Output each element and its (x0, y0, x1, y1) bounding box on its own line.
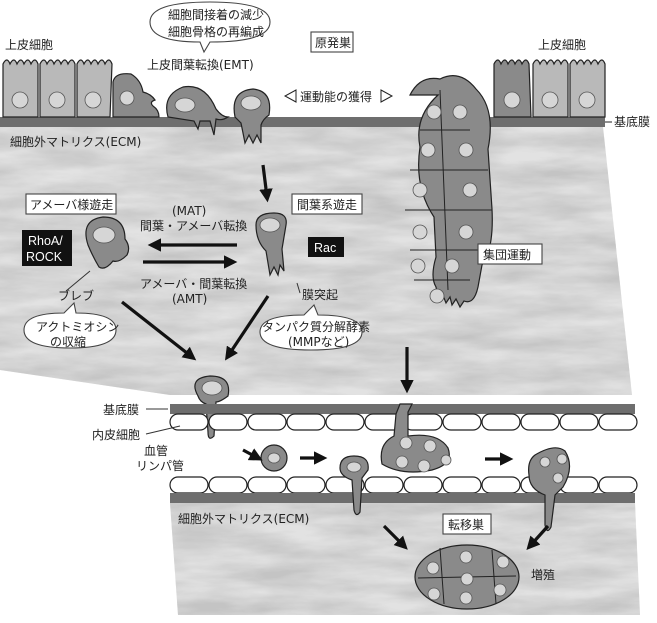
emt-label: 上皮間葉転換(EMT) (147, 58, 254, 72)
ecm-label-top: 細胞外マトリクス(ECM) (10, 135, 141, 149)
circulating-cell (260, 444, 288, 472)
endothelial-cell (208, 413, 248, 431)
epithelial-cells-left (2, 59, 271, 145)
mat-label-line1: (MAT) (172, 204, 206, 218)
endothelial-cell (481, 413, 521, 431)
endothelial-label: 内皮細胞 (92, 428, 140, 442)
triangle-left-icon (283, 89, 297, 103)
epithelial-label-right: 上皮細胞 (538, 38, 586, 52)
endothelial-cell (598, 413, 638, 431)
primary-tumor-label: 原発巣 (315, 36, 351, 50)
epithelial-label-left: 上皮細胞 (5, 38, 53, 52)
extravasating-cell (339, 455, 369, 516)
vessel-label-line1: 血管 (144, 443, 168, 458)
endothelial-cell (286, 476, 326, 494)
endothelial-cell (403, 476, 443, 494)
endothelial-cell (247, 413, 287, 431)
actomyosin-line2: の収縮 (50, 334, 86, 349)
amoeboid-migration-box (25, 193, 117, 215)
motility-label: 運動能の獲得 (300, 89, 372, 104)
rock-label: ROCK (26, 250, 63, 264)
endothelial-cell (286, 413, 326, 431)
ecm-lower-region (170, 503, 640, 615)
emt-bubble (149, 1, 271, 54)
triangle-right-icon (380, 89, 394, 103)
extravasating-cluster (528, 447, 571, 532)
epithelial-cells-right (493, 59, 606, 118)
protease-line1: タンパク質分解酵素 (262, 319, 370, 334)
vessel-label-line2: リンパ管 (136, 458, 184, 473)
arrow-mesenchymal-to-vessel (225, 295, 270, 361)
actomyosin-line1: アクトミオシン (36, 320, 119, 334)
amt-label-line1: アメーバ・間葉転換 (140, 277, 247, 291)
endothelial-cell (403, 413, 443, 431)
basement-membrane-label: 基底膜 (614, 114, 650, 129)
metastasis-label: 転移巣 (448, 518, 484, 532)
arrow-to-colony-right (526, 524, 550, 550)
metastasis-box (442, 513, 492, 535)
arrow-amoeboid-to-vessel (121, 300, 197, 361)
ecm-label-bottom: 細胞外マトリクス(ECM) (178, 512, 309, 526)
mat-label-line2: 間葉・アメーバ転換 (140, 219, 247, 233)
arrow-into-vessel (242, 448, 263, 461)
primary-tumor-box (310, 31, 354, 53)
amoeboid-migration-label: アメーバ様遊走 (30, 197, 113, 212)
bleb-leader (65, 270, 91, 292)
collective-cell-cluster (405, 75, 493, 309)
mesenchymal-migration-label: 間葉系遊走 (297, 197, 357, 212)
amt-label-line2: (AMT) (172, 292, 207, 306)
mesenchymal-cell (255, 212, 287, 277)
rhoa-label: RhoA/ (28, 234, 63, 248)
rac-label: Rac (314, 241, 336, 255)
endothelial-cell (559, 413, 599, 431)
endothelial-cell (169, 413, 209, 431)
proliferation-label: 増殖 (531, 567, 555, 582)
vessel-bm-label: 基底膜 (103, 402, 139, 417)
endothelial-cell (247, 476, 287, 494)
endothelial-cell (442, 476, 482, 494)
rac-box (308, 237, 344, 257)
endothelial-cell (208, 476, 248, 494)
amoeboid-cell (85, 216, 130, 269)
emt-bubble-line1: 細胞間接着の減少 (168, 7, 264, 22)
endothelial-cell (169, 476, 209, 494)
endothelial-cell (442, 413, 482, 431)
emt-bubble-line2: 細胞骨格の再編成 (168, 24, 264, 39)
endothelial-row-bottom (169, 476, 638, 494)
bleb-label: ブレブ (58, 288, 94, 303)
rhoa-rock-box (22, 230, 72, 266)
collective-migration-box (477, 243, 543, 265)
arrow-to-colony-left (382, 524, 408, 550)
arrow-emt-to-mesenchymal (259, 164, 273, 203)
protease-line2: (MMPなど) (288, 335, 349, 349)
vessel-basement-membrane-bottom (170, 493, 635, 503)
metastatic-colony (414, 544, 520, 610)
endothelial-cell (325, 413, 365, 431)
actomyosin-bubble (23, 301, 117, 349)
basement-membrane-top (0, 117, 605, 127)
arrows (121, 164, 550, 550)
protease-bubble (259, 304, 363, 351)
protrusion-label: 膜突起 (302, 287, 338, 302)
endothelial-cell (598, 476, 638, 494)
intravasating-cluster (380, 403, 452, 473)
collective-migration-label: 集団運動 (483, 247, 531, 262)
endothelial-cell (364, 476, 404, 494)
protrusion-leader (296, 282, 301, 294)
mesenchymal-migration-box (291, 193, 363, 215)
endothelial-cell (520, 413, 560, 431)
endothelial-cell (481, 476, 521, 494)
endothelial-leader (145, 425, 181, 435)
